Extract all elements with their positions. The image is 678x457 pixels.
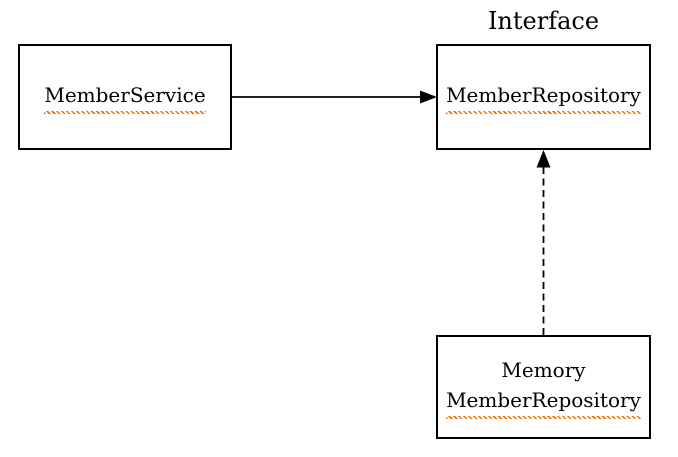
member-repository-box: MemberRepository [436,44,651,150]
memory-member-repository-label-line2-wrap: MemberRepository [446,385,641,419]
member-service-label: MemberService [44,80,206,114]
interface-stereotype-label: Interface [487,7,600,35]
member-repository-label: MemberRepository [446,80,641,114]
memory-member-repository-label-line2: MemberRepository [446,385,641,419]
dashed-arrow-head [536,150,551,168]
solid-arrow-head [420,90,437,104]
memory-member-repository-box: Memory MemberRepository [436,335,651,439]
memory-member-repository-label-line1: Memory [501,358,586,382]
member-service-box: MemberService [18,44,232,150]
